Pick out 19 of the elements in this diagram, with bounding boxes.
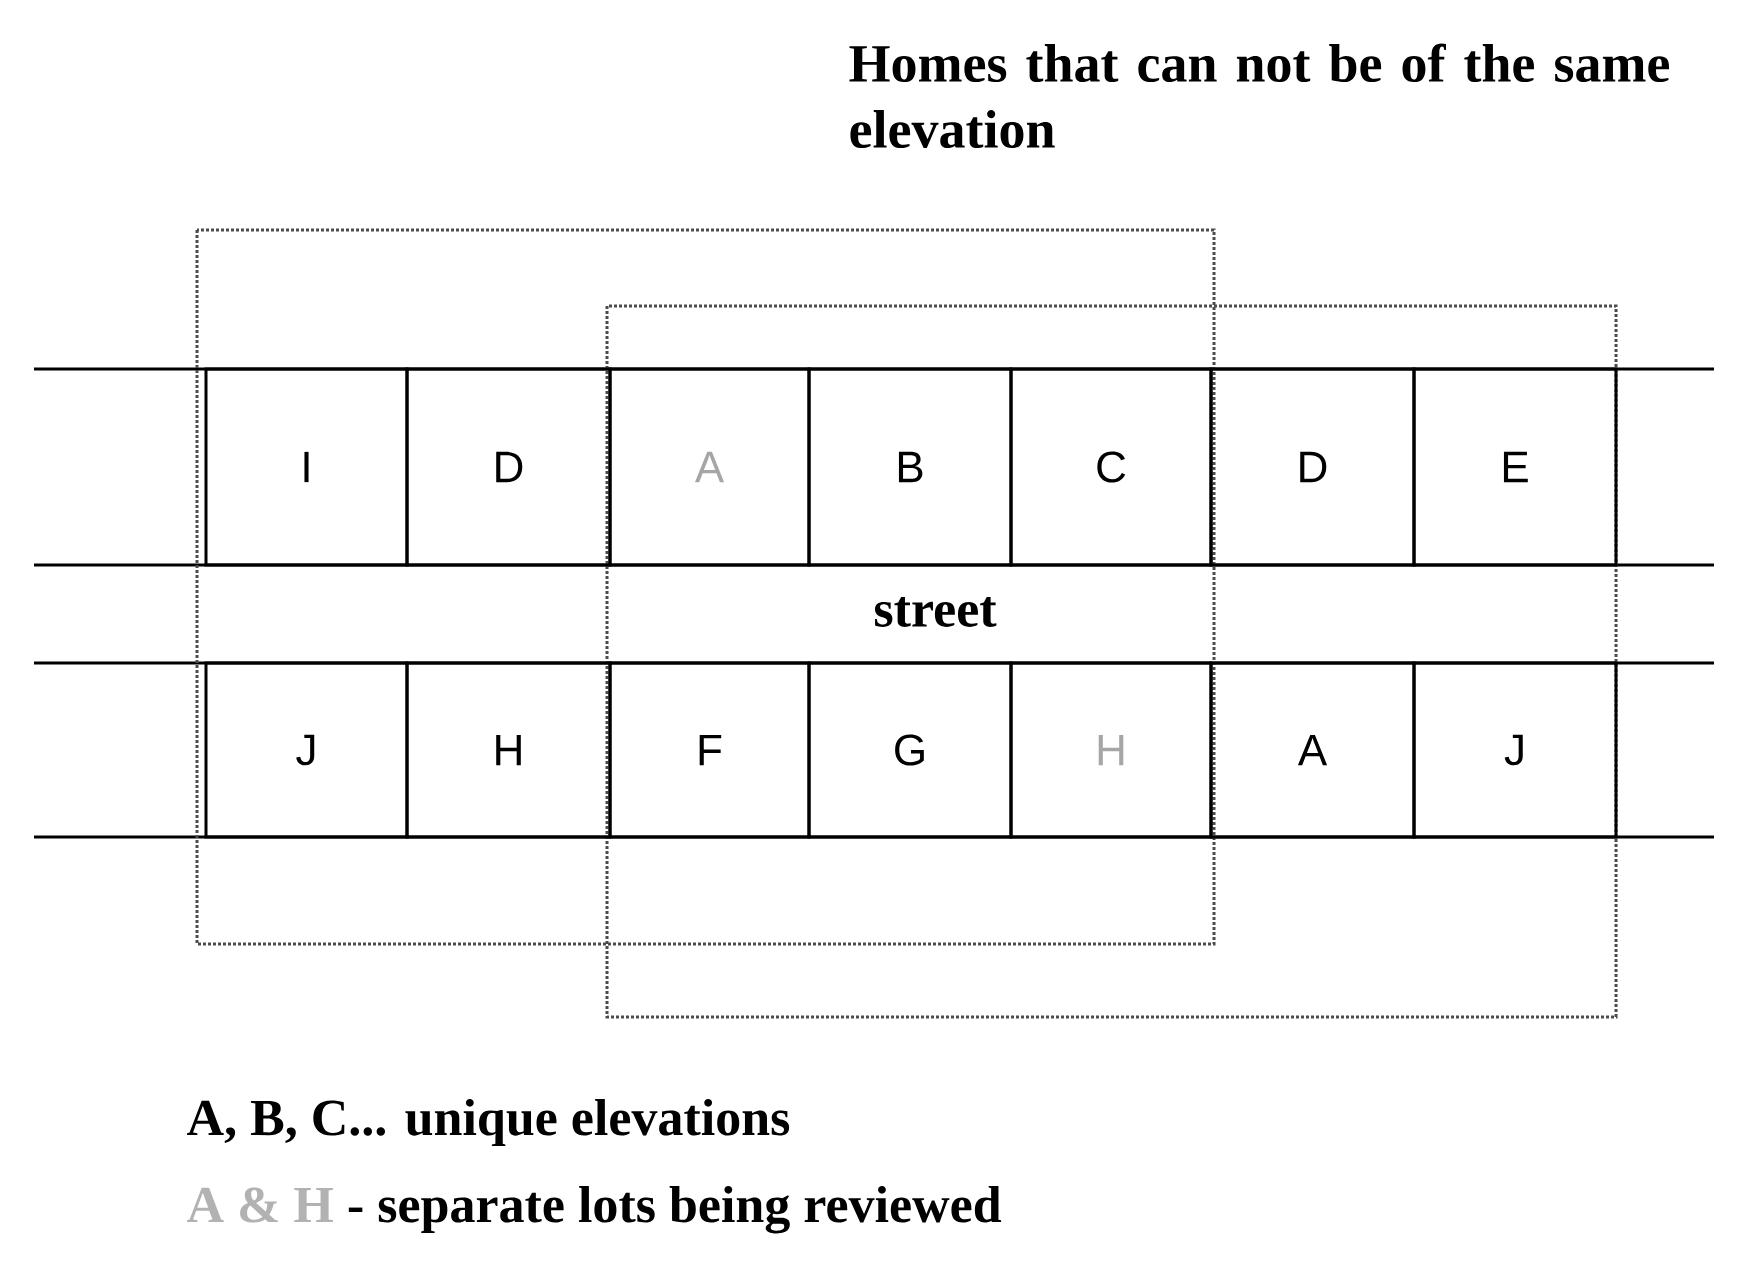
lot-box: J [1412, 661, 1618, 839]
lot-box: A [608, 367, 811, 567]
lot-box: I [204, 367, 409, 567]
lot-box: D [405, 367, 612, 567]
legend-text: A, B, C... unique elevations [187, 1098, 790, 1147]
lot-box: H [1009, 661, 1213, 839]
legend-text: - separate lots being reviewed [348, 1185, 1002, 1234]
lot-box: F [608, 661, 811, 839]
heading: Homes that can not be of the same elevation [849, 43, 1669, 149]
lot-box: A [1209, 661, 1416, 839]
lot-box: J [204, 661, 409, 839]
lot-box: E [1412, 367, 1618, 567]
lot-box: C [1009, 367, 1213, 567]
lot-box: H [405, 661, 612, 839]
street-label: street [875, 597, 997, 627]
legend-key: A & H [187, 1187, 333, 1223]
lot-box: B [807, 367, 1013, 567]
lot-box: G [807, 661, 1013, 839]
lot-box: D [1209, 367, 1416, 567]
